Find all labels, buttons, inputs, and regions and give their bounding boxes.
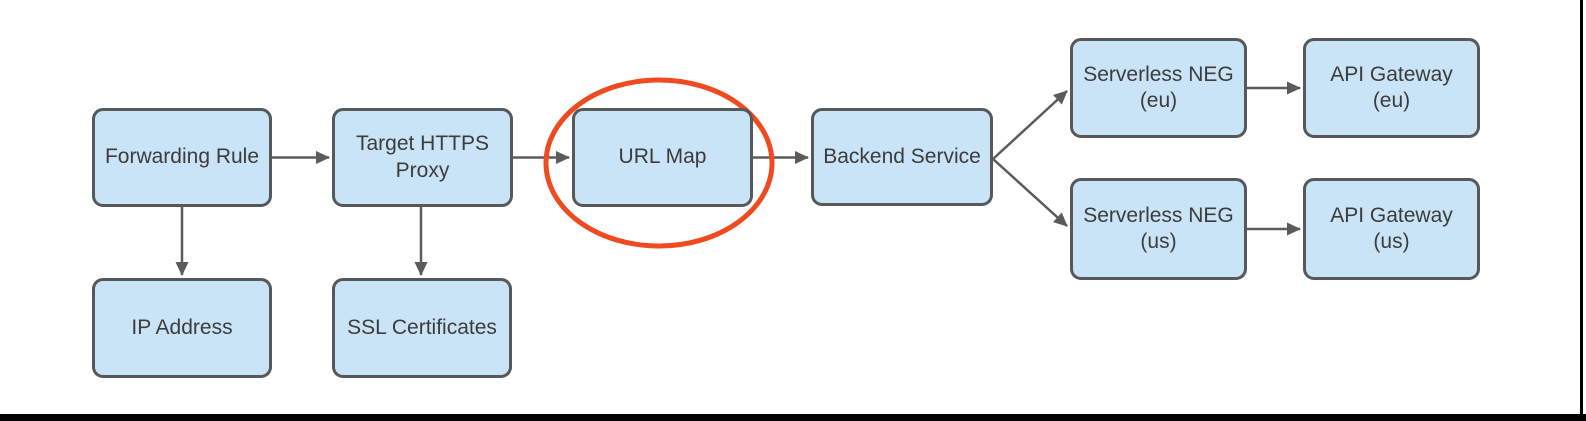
node-api-gateway-eu: API Gateway (eu) [1303,38,1480,138]
node-label: Target HTTPS Proxy [355,132,490,182]
node-forwarding-rule: Forwarding Rule [92,108,272,207]
frame-border-right [1580,0,1583,421]
node-label: Serverless NEG (eu) [1083,62,1234,112]
highlight-ellipse [543,77,775,249]
node-label: SSL Certificates [347,315,497,339]
node-api-gateway-us: API Gateway (us) [1303,178,1480,280]
edge-backend-service-to-serverless-neg-us [992,158,1068,227]
node-serverless-neg-eu: Serverless NEG (eu) [1070,38,1247,138]
node-ssl-certificates: SSL Certificates [332,278,512,378]
node-target-https-proxy: Target HTTPS Proxy [332,108,513,207]
node-label: IP Address [131,315,233,339]
node-label: Forwarding Rule [104,145,260,169]
frame-border-bottom [0,414,1586,421]
node-ip-address: IP Address [92,278,272,378]
node-label: Serverless NEG (us) [1083,203,1234,253]
edge-backend-service-to-serverless-neg-eu [992,90,1068,160]
node-label: API Gateway (us) [1330,203,1453,253]
node-label: API Gateway (eu) [1330,62,1453,112]
node-backend-service: Backend Service [811,108,993,206]
node-label: Backend Service [823,144,981,168]
node-url-map: URL Map [572,108,753,207]
node-serverless-neg-us: Serverless NEG (us) [1070,178,1247,280]
node-label: URL Map [618,145,707,169]
